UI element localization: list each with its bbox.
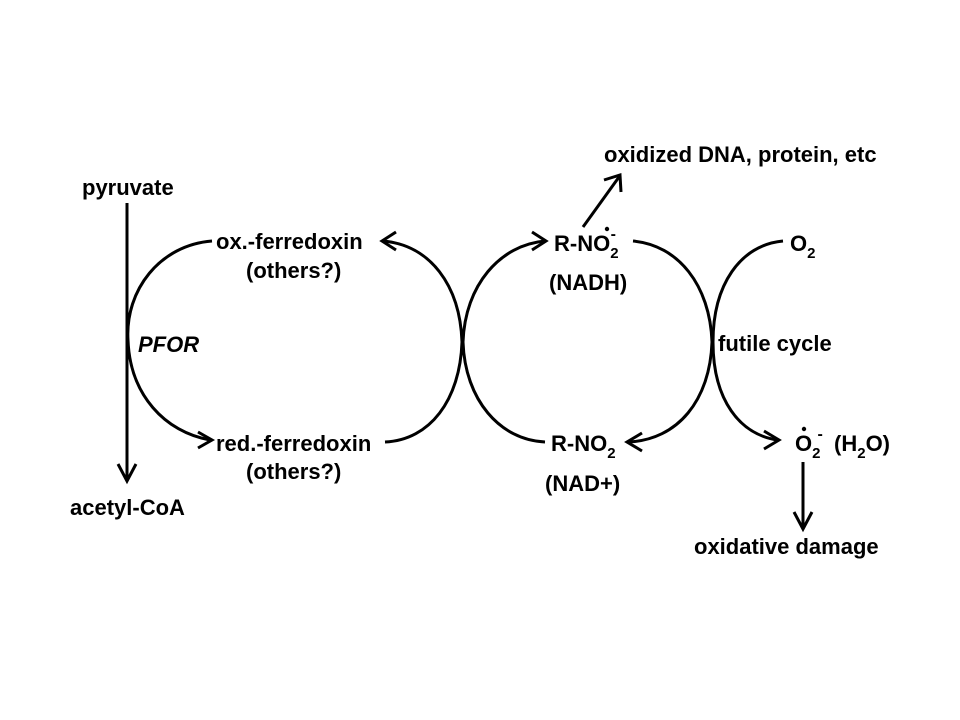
ferredoxin-right-arc	[382, 239, 464, 444]
superoxide-radical-dot	[801, 426, 807, 432]
rno2-arrowhead	[624, 431, 643, 453]
rno2-radical-arrowhead	[531, 230, 549, 252]
nitro-right-arc	[627, 239, 714, 444]
rno2-radical-dot	[604, 226, 610, 232]
futile-cycle-label: futile cycle	[718, 331, 832, 356]
nad-plus-label: (NAD+)	[545, 471, 620, 496]
acetyl-coa-label: acetyl-CoA	[70, 495, 185, 520]
oxidative-damage-label: oxidative damage	[694, 534, 879, 559]
oxidation-arrow	[581, 176, 621, 228]
futile-cycle-arc	[711, 239, 784, 442]
oxidation-arrowhead	[603, 172, 623, 193]
superoxide-arrowhead	[763, 429, 782, 451]
red-ferredoxin-arrowhead	[197, 430, 216, 450]
rno2-label: R-NO2	[551, 431, 616, 462]
ferredoxin-left-arc	[126, 239, 213, 442]
ox-ferredoxin-label: ox.-ferredoxin	[216, 229, 363, 254]
superoxide-label: O2-	[795, 426, 823, 462]
red-ferredoxin-label: red.-ferredoxin	[216, 431, 371, 456]
acetylcoa-arrowhead	[116, 463, 138, 485]
oxidized-products-label: oxidized DNA, protein, etc	[604, 142, 877, 167]
ox-ferredoxin-arrowhead	[379, 230, 397, 252]
pfor-label: PFOR	[138, 332, 199, 357]
nitro-left-arc	[461, 239, 546, 444]
red-others-label: (others?)	[246, 459, 341, 484]
rno2-radical-label: R-NO2-	[554, 226, 619, 262]
o2-label: O2	[790, 231, 815, 262]
damage-arrowhead	[792, 511, 814, 533]
water-label: (H2O)	[834, 431, 890, 462]
nadh-label: (NADH)	[549, 270, 627, 295]
ox-others-label: (others?)	[246, 258, 341, 283]
pyruvate-label: pyruvate	[82, 175, 174, 200]
